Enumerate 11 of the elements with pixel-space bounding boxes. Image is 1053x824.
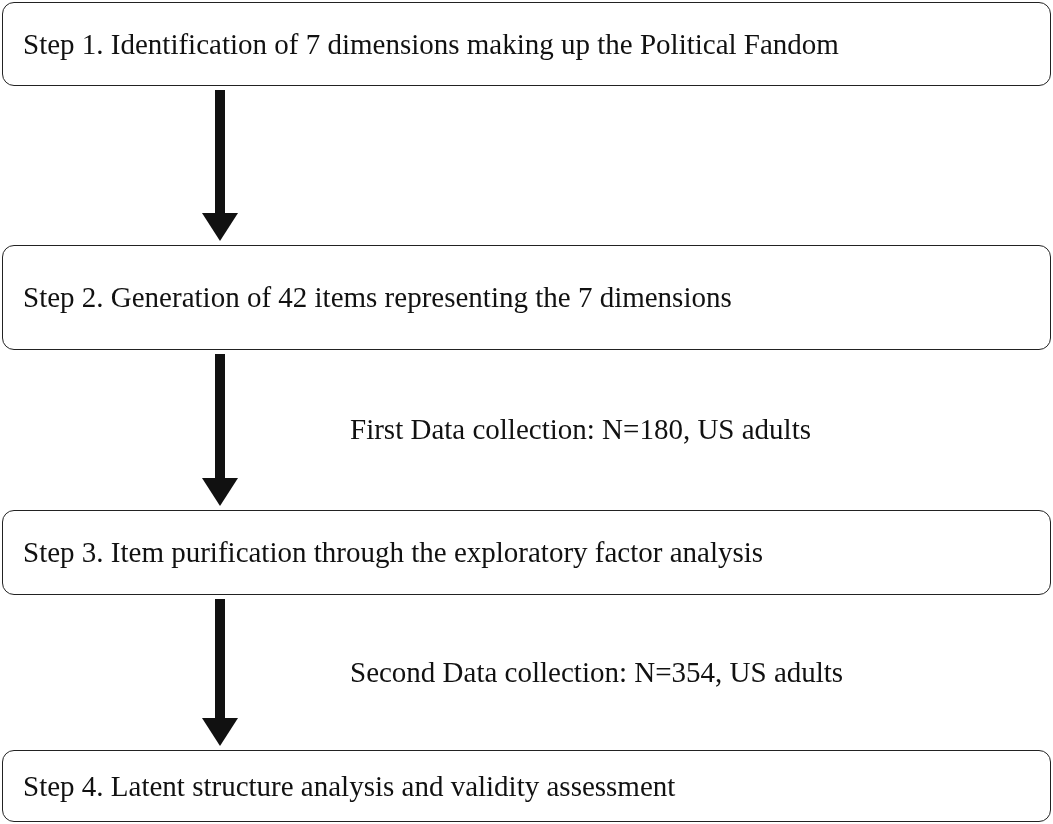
step-text: Step 3. Item purification through the exploratory factor analysis <box>23 536 764 569</box>
step-text: Step 1. Identification of 7 dimensions making up the Political Fandom <box>23 27 839 61</box>
process-box <box>2 750 1051 822</box>
process-box <box>2 245 1051 350</box>
arrow <box>202 90 238 241</box>
arrow <box>202 599 238 746</box>
process-box <box>2 510 1051 595</box>
arrow <box>202 354 238 506</box>
process-box <box>2 2 1051 86</box>
step-text: Step 2. Generation of 42 items representing the 7 dimensions <box>23 281 732 314</box>
step-text: Step 4. Latent structure analysis and validity assessment <box>23 769 676 803</box>
